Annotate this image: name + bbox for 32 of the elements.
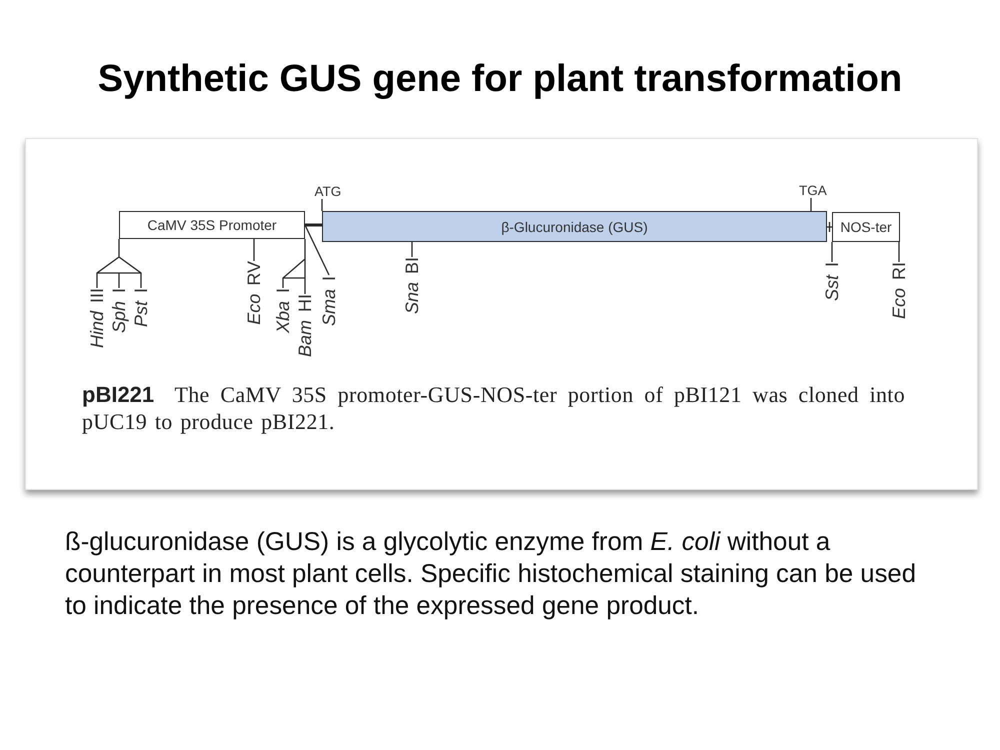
leader-line	[321, 199, 323, 211]
leader-line	[282, 238, 306, 295]
slide-title: Synthetic GUS gene for plant transformation	[98, 57, 902, 102]
promoter-segment	[119, 211, 305, 239]
figure-caption: pBI221 The CaMV 35S promoter-GUS-NOS-ter portion of pBI121 was cloned into pUC19 to produce pBI221.	[82, 381, 905, 435]
restriction-site-label: Sph I	[110, 288, 128, 334]
segment-label: β-Glucuronidase (GUS)	[501, 218, 648, 234]
linker-line	[305, 224, 322, 226]
restriction-site-label: Sna BI	[402, 257, 422, 314]
codon-label: TGA	[799, 183, 827, 198]
body-text: ß-glucuronidase (GUS) is a glycolytic enzyme from E. coli without a counterpart in most plant cells. Specific histochemical staining can be used to indicate the presence of the expressed gene product.	[65, 527, 917, 622]
leader-line	[304, 224, 330, 276]
leader-line	[411, 242, 413, 257]
coding-segment	[322, 211, 827, 242]
codon-label: ATG	[314, 184, 342, 199]
leader-line	[831, 242, 833, 262]
segment-label: NOS-ter	[840, 219, 892, 235]
restriction-site-label: Sst I	[822, 262, 842, 302]
restriction-site-label: Pst I	[132, 288, 150, 328]
leader-line	[253, 239, 255, 261]
restriction-site-label: Bam HI	[296, 294, 314, 358]
segment-label: CaMV 35S Promoter	[147, 217, 277, 233]
leader-line	[96, 238, 142, 289]
restriction-site-label: Xba I	[274, 288, 292, 334]
leader-line	[898, 242, 900, 262]
terminator-segment	[832, 212, 900, 242]
leader-line	[810, 198, 812, 211]
restriction-site-label: Eco RI	[890, 262, 908, 320]
restriction-site-label: Hind III	[88, 288, 106, 348]
linker-line	[826, 221, 833, 233]
restriction-site-label: Eco RV	[244, 261, 264, 325]
restriction-site-label: Sma I	[320, 276, 338, 326]
